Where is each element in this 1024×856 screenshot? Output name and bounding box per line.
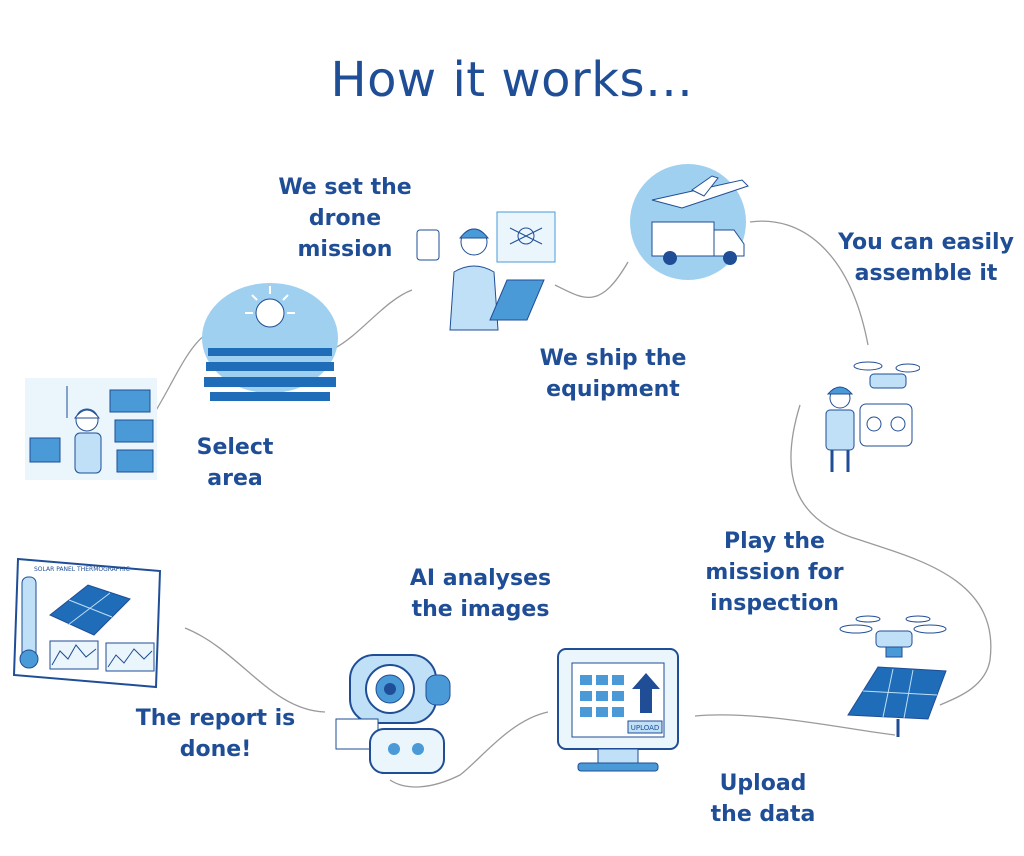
step-label-upload: Upload the data [710,771,816,827]
step-label-set-mission: We set the drone mission [278,175,412,262]
step-label-select-area: Select area [196,435,274,491]
step-label-ai: AI analyses the images [409,566,552,622]
step-label-assemble: You can easily assemble it [838,230,1014,286]
step-label-report: The report is done! [135,706,296,762]
thermographic-report-icon: SOLAR PANEL THERMOGRAPHIC [12,557,162,689]
plane-and-truck-icon [630,164,749,280]
person-with-drone-controller-icon [825,361,920,472]
page-title: How it works… [330,52,694,108]
step-label-ship: We ship the equipment [539,346,687,402]
engineer-with-laptop-icon [416,211,556,331]
monitor-upload-icon: UPLOAD [557,648,679,772]
drone-over-solar-panel-icon [839,615,947,737]
worker-with-solar-panels-icon [25,378,157,480]
upload-button-label: UPLOAD [631,724,660,732]
step-label-play-mission: Play the mission for inspection [705,529,844,616]
solar-field-with-sun-icon [202,283,338,401]
robot-camera-icon [335,654,451,774]
report-header: SOLAR PANEL THERMOGRAPHIC [34,566,130,573]
